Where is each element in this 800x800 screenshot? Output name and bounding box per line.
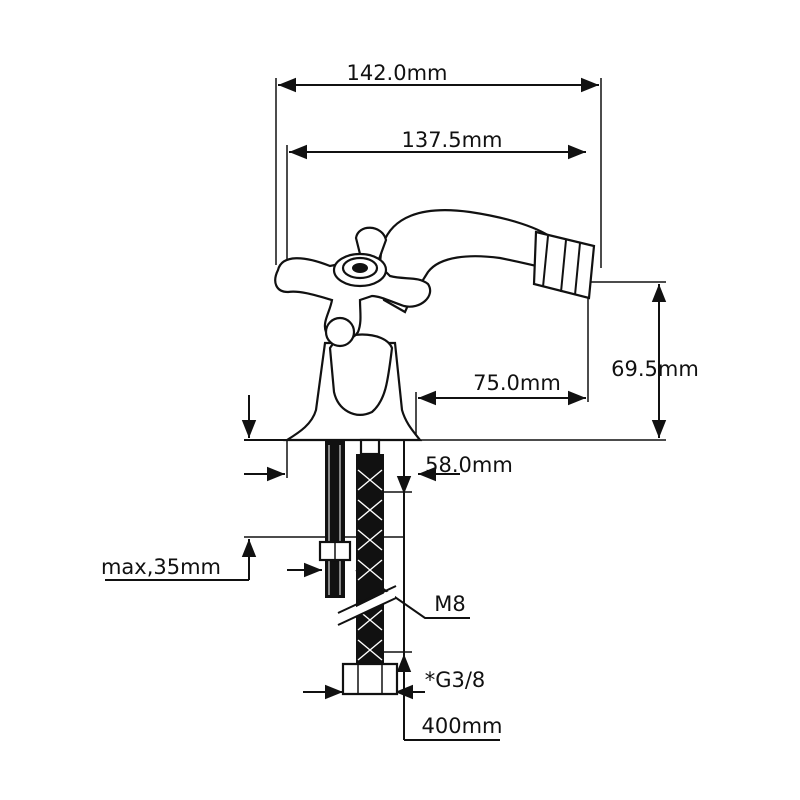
braided-hose [356,454,384,664]
spout-width-label: 137.5mm [401,128,502,152]
spout-height-label: 69.5mm [611,357,699,381]
mounting-stud [318,440,352,598]
flexible-hose [337,438,399,696]
handle-cap-screw [352,263,368,273]
handle-arm-front [324,316,356,348]
stud-thread-label: M8 [434,592,465,616]
spout [378,209,564,314]
spout-reach-label: 75.0mm [473,371,561,395]
base-diameter-label: 58.0mm [425,453,513,477]
hose-nut-g38 [341,662,399,696]
overall-width-label: 142.0mm [346,61,447,85]
hose-length-label: 400mm [422,714,503,738]
faucet-neck [328,333,394,416]
extension-lines [244,78,666,653]
faucet-body [244,209,596,442]
threaded-stud [325,440,345,598]
hose-top-fitting [359,438,381,456]
hose-thread-label: *G3/8 [425,668,486,692]
max-thickness-label: max,35mm [101,555,221,579]
